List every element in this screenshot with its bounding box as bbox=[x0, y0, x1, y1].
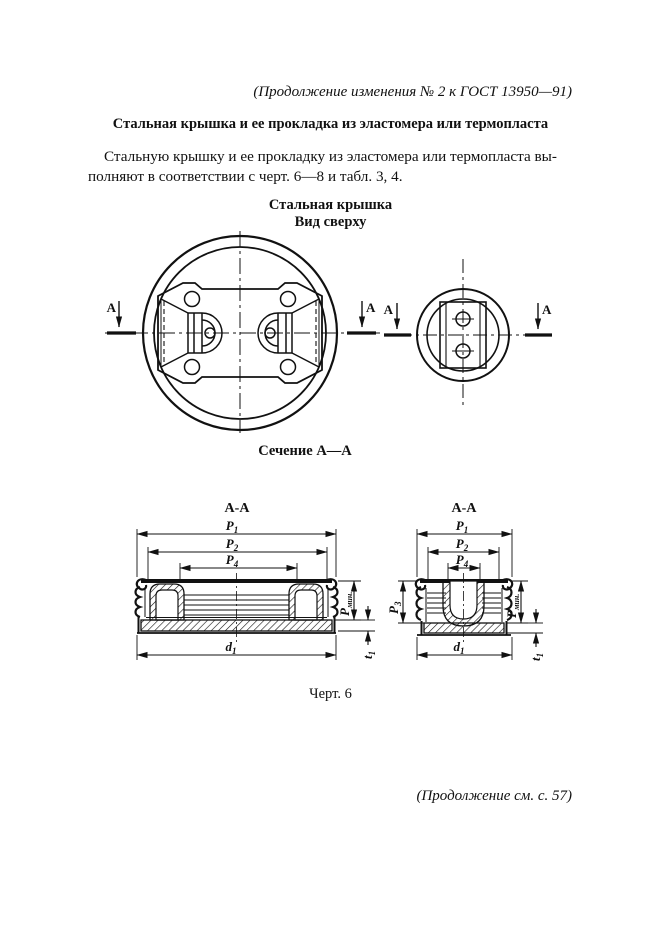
dimension-d1: d1 bbox=[136, 635, 337, 660]
section-view-left: А-А Р1 Р2 Р4 bbox=[134, 501, 377, 660]
dimension-p1: Р1 bbox=[416, 518, 513, 577]
fold-lines bbox=[160, 298, 320, 368]
intro-line-1: Стальную крышку и ее прокладку из эласто… bbox=[104, 148, 557, 165]
dimension-p2: Р2 bbox=[427, 536, 500, 579]
header-continuation-note: (Продолжение изменения № 2 к ГОСТ 13950—… bbox=[253, 84, 572, 100]
dimension-pmin: Рмин. bbox=[504, 580, 528, 624]
dimension-p3: Р3 bbox=[386, 580, 424, 624]
intro-line-2: полняют в соответствии с черт. 6—8 и таб… bbox=[88, 168, 403, 185]
section-cut-arrows: А А А А bbox=[107, 300, 552, 337]
inner-rim-circle bbox=[426, 298, 500, 372]
svg-text:Р3: Р3 bbox=[386, 601, 403, 614]
rivet-hole bbox=[279, 290, 297, 308]
cut-arrow-large-right: А bbox=[347, 300, 376, 335]
svg-text:Рмин.: Рмин. bbox=[337, 592, 354, 616]
svg-text:Р2: Р2 bbox=[226, 536, 239, 553]
cap-profile bbox=[414, 573, 514, 645]
drawing-number: Черт. 6 bbox=[309, 686, 352, 702]
footer-continuation-note: (Продолжение см. с. 57) bbox=[416, 788, 572, 804]
svg-text:Р1: Р1 bbox=[226, 518, 238, 535]
stamped-panel-outline bbox=[439, 301, 487, 369]
thread-corrugation-right bbox=[503, 585, 513, 622]
dimension-pmin: Рмин. bbox=[334, 580, 361, 621]
dimension-p4: Р4 bbox=[179, 552, 298, 583]
dimension-p4: Р4 bbox=[447, 552, 481, 579]
left-lug-feature bbox=[187, 312, 223, 354]
cut-arrow-small-right: А bbox=[525, 302, 552, 337]
section-letter: А bbox=[366, 300, 376, 315]
dimension-p2: Р2 bbox=[147, 536, 328, 579]
section-letter: А bbox=[107, 300, 117, 315]
svg-text:t1: t1 bbox=[528, 653, 545, 661]
svg-text:Р4: Р4 bbox=[456, 552, 469, 569]
svg-text:d1: d1 bbox=[454, 639, 465, 656]
section-letter: А bbox=[542, 302, 552, 317]
thread-corrugation-left bbox=[134, 585, 144, 619]
section-caption: Сечение А—А bbox=[258, 443, 352, 459]
outer-rim-circle bbox=[141, 234, 339, 432]
thread-corrugation-left bbox=[415, 585, 425, 622]
rivet-hole bbox=[183, 290, 201, 308]
svg-text:Р1: Р1 bbox=[456, 518, 468, 535]
svg-text:t1: t1 bbox=[360, 651, 377, 659]
dimension-d1: d1 bbox=[416, 637, 513, 660]
outer-rim-circle bbox=[416, 288, 510, 382]
svg-text:d1: d1 bbox=[226, 639, 237, 656]
svg-text:Р2: Р2 bbox=[456, 536, 469, 553]
svg-text:Р4: Р4 bbox=[226, 552, 239, 569]
thread-corrugation-right bbox=[329, 585, 339, 619]
top-view-small-cover bbox=[398, 259, 528, 409]
stamped-panel-outline bbox=[157, 282, 323, 384]
section-view-right: А-А Р1 Р2 Р4 bbox=[386, 501, 545, 661]
dimension-t1: t1 bbox=[338, 606, 377, 659]
section-letter: А bbox=[384, 302, 394, 317]
cut-arrow-small-left: А bbox=[384, 302, 411, 337]
top-view-drawing: А А А А bbox=[105, 231, 552, 433]
intro-paragraph: Стальную крышку и ее прокладку из эласто… bbox=[88, 147, 572, 187]
rivet-hole bbox=[279, 358, 297, 376]
page-title: Стальная крышка и ее прокладка из эласто… bbox=[112, 116, 549, 132]
dimension-p1: Р1 bbox=[136, 518, 337, 577]
figure-caption-title: Стальная крышка bbox=[268, 197, 393, 213]
right-lug-feature bbox=[257, 312, 293, 354]
figure-caption-view: Вид сверху bbox=[294, 214, 367, 230]
cut-arrow-large-left: А bbox=[107, 300, 136, 335]
dimension-t1: t1 bbox=[506, 609, 545, 661]
gasket-section bbox=[423, 622, 505, 634]
svg-text:Рмин.: Рмин. bbox=[504, 594, 521, 618]
section-view-title: А-А bbox=[452, 501, 478, 516]
top-view-large-cover bbox=[105, 231, 380, 433]
inner-rim-circle bbox=[153, 246, 327, 420]
rivet-hole bbox=[183, 358, 201, 376]
cap-profile bbox=[134, 573, 339, 642]
section-view-title: А-А bbox=[225, 501, 251, 516]
section-view-drawing: А-А Р1 Р2 Р4 bbox=[134, 501, 545, 661]
